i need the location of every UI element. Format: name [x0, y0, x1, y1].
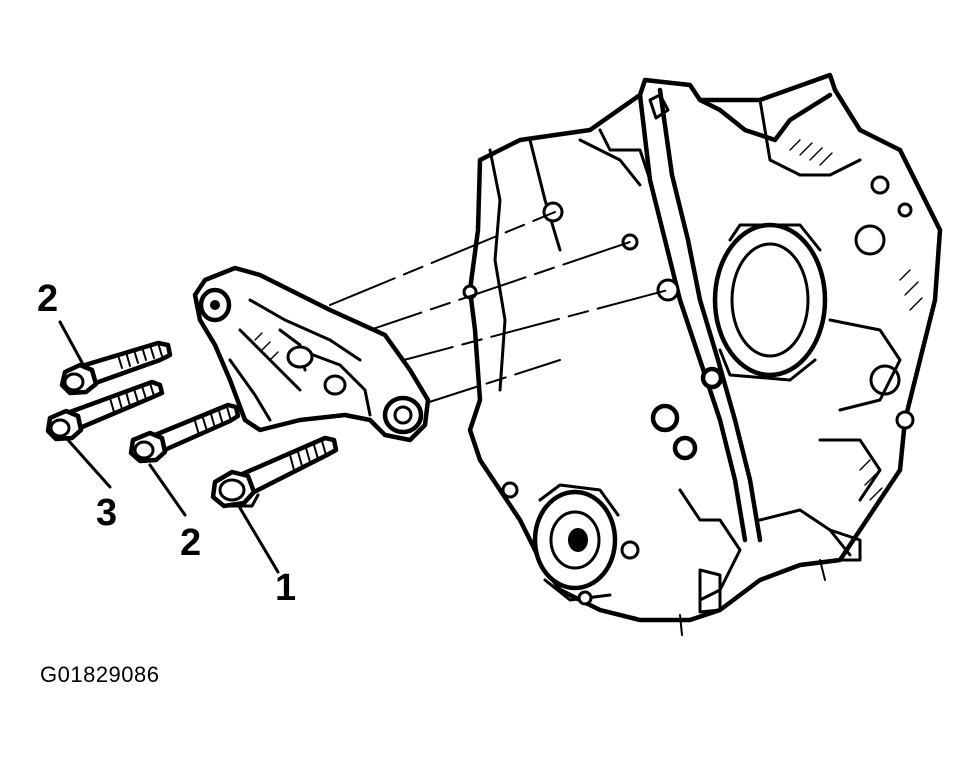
callout-2-top: 2 — [37, 278, 58, 320]
callout-2-bottom: 2 — [180, 522, 201, 564]
leader-lines — [58, 320, 280, 574]
figure-code: G01829086 — [40, 662, 160, 687]
callout-1: 1 — [275, 567, 296, 609]
bolt-upper-long — [59, 340, 173, 396]
bolt-lower-flanged — [210, 435, 339, 509]
callout-3: 3 — [96, 492, 117, 534]
engine-front-cover — [462, 72, 943, 636]
alignment-lines — [329, 211, 669, 406]
bolt-middle-long — [45, 379, 165, 442]
bolt-middle-short — [128, 402, 241, 464]
mounting-bracket — [192, 265, 431, 443]
